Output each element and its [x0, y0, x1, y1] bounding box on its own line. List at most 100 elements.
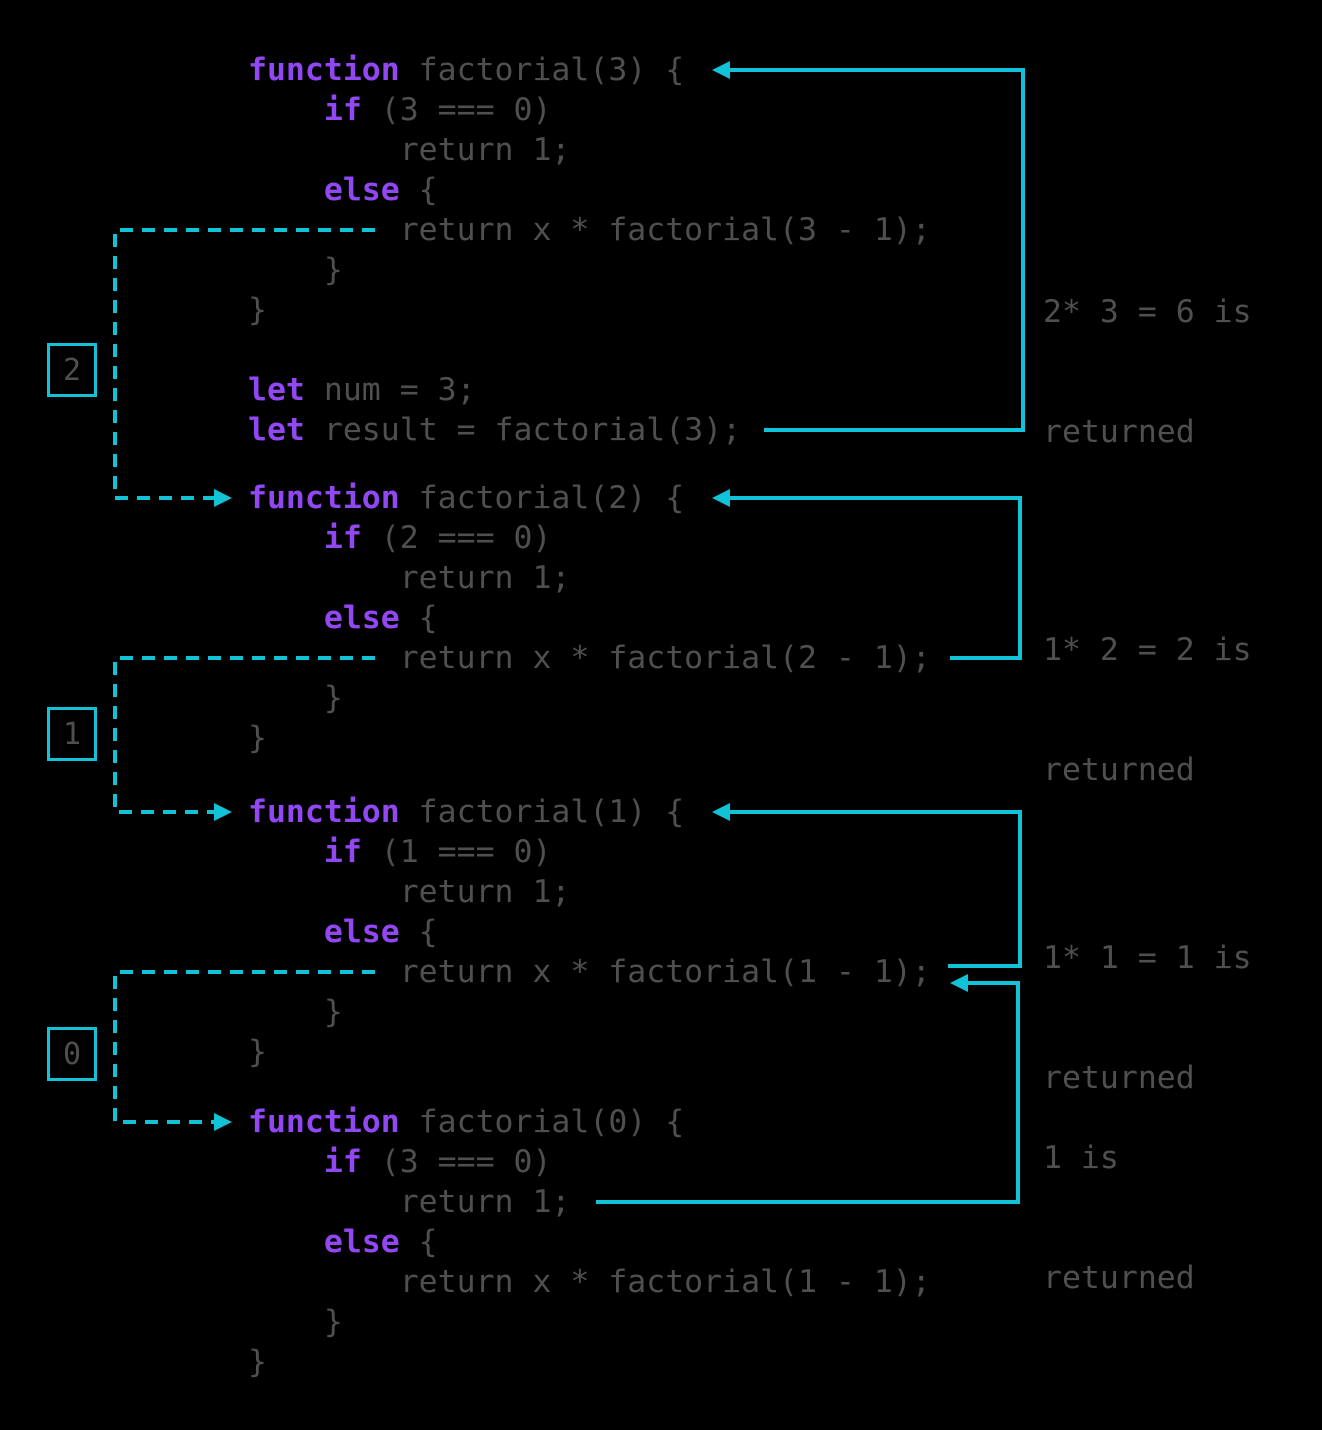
code-line: function factorial(2) {: [248, 478, 931, 518]
return-arrow-factorial-1: [712, 803, 1022, 968]
stack-depth-box-0: 0: [47, 1027, 97, 1081]
code-text: factorial(1) {: [399, 794, 685, 830]
return-arrow-factorial-2: [712, 489, 1022, 660]
code-text: result = factorial(3);: [304, 412, 742, 448]
code-line: else {: [248, 1222, 931, 1262]
code-keyword: let: [248, 412, 305, 448]
code-keyword: if: [248, 1144, 362, 1180]
code-text: }: [248, 1034, 267, 1070]
code-text: }: [248, 680, 343, 716]
code-line: if (1 === 0): [248, 832, 931, 872]
code-text: factorial(2) {: [399, 480, 685, 516]
code-text: return 1;: [248, 874, 571, 910]
code-line: }: [248, 678, 931, 718]
stack-depth-label: 2: [62, 352, 82, 388]
code-text: }: [248, 1304, 343, 1340]
code-text: return 1;: [248, 1184, 571, 1220]
code-line: else {: [248, 170, 931, 210]
code-keyword: if: [248, 92, 362, 128]
code-keyword: else: [248, 600, 400, 636]
code-line: function factorial(1) {: [248, 792, 931, 832]
code-line: }: [248, 1342, 931, 1382]
code-line: }: [248, 1302, 931, 1342]
code-block-factorial-2: function factorial(2) { if (2 === 0) ret…: [248, 478, 931, 758]
code-block-factorial-3: function factorial(3) { if (3 === 0) ret…: [248, 50, 931, 330]
annotation-line: 1* 2 = 2 is: [1043, 632, 1252, 668]
annotation-line: 1 is: [1043, 1140, 1119, 1176]
code-text: }: [248, 720, 267, 756]
code-line: else {: [248, 912, 931, 952]
code-text: return 1;: [248, 132, 571, 168]
stack-depth-box-2: 2: [47, 343, 97, 397]
code-text: return x * factorial(3 - 1);: [248, 212, 931, 248]
code-text: (3 === 0): [361, 92, 552, 128]
code-keyword: function: [248, 1104, 400, 1140]
code-keyword: else: [248, 914, 400, 950]
code-keyword: if: [248, 834, 362, 870]
stack-depth-label: 1: [62, 716, 82, 752]
code-text: (2 === 0): [361, 520, 552, 556]
code-line: if (3 === 0): [248, 1142, 931, 1182]
code-text: {: [399, 172, 438, 208]
call-arrow-to-factorial-0: [113, 970, 375, 1131]
return-annotation-base: 1 is returned: [1043, 1058, 1195, 1378]
return-annotation-1: 1* 1 = 1 is returned: [1043, 858, 1252, 1178]
code-line: function factorial(0) {: [248, 1102, 931, 1142]
code-text: (1 === 0): [361, 834, 552, 870]
code-line: return 1;: [248, 130, 931, 170]
code-line: if (2 === 0): [248, 518, 931, 558]
stack-depth-box-1: 1: [47, 707, 97, 761]
code-text: factorial(3) {: [399, 52, 685, 88]
code-text: return x * factorial(1 - 1);: [248, 954, 931, 990]
code-text: return x * factorial(2 - 1);: [248, 640, 931, 676]
call-arrow-to-factorial-1: [113, 656, 375, 821]
code-text: factorial(0) {: [399, 1104, 685, 1140]
code-line: }: [248, 250, 931, 290]
code-line: let result = factorial(3);: [248, 410, 741, 450]
code-keyword: function: [248, 794, 400, 830]
code-block-variables: let num = 3; let result = factorial(3);: [248, 370, 741, 450]
code-keyword: let: [248, 372, 305, 408]
code-text: }: [248, 292, 267, 328]
code-keyword: function: [248, 52, 400, 88]
code-text: (3 === 0): [361, 1144, 552, 1180]
code-keyword: function: [248, 480, 400, 516]
code-text: num = 3;: [304, 372, 476, 408]
code-text: {: [399, 600, 438, 636]
code-block-factorial-0: function factorial(0) { if (3 === 0) ret…: [248, 1102, 931, 1382]
code-line: else {: [248, 598, 931, 638]
annotation-line: returned: [1043, 752, 1195, 788]
code-text: }: [248, 252, 343, 288]
annotation-line: returned: [1043, 1260, 1195, 1296]
stack-depth-label: 0: [62, 1036, 82, 1072]
code-line: return 1;: [248, 872, 931, 912]
return-annotation-6: 2* 3 = 6 is returned: [1043, 212, 1252, 532]
code-line: return x * factorial(1 - 1);: [248, 952, 931, 992]
code-line: let num = 3;: [248, 370, 741, 410]
code-line: return x * factorial(3 - 1);: [248, 210, 931, 250]
annotation-line: 1* 1 = 1 is: [1043, 940, 1252, 976]
code-keyword: else: [248, 172, 400, 208]
code-text: return x * factorial(1 - 1);: [248, 1264, 931, 1300]
code-text: {: [399, 1224, 438, 1260]
code-line: function factorial(3) {: [248, 50, 931, 90]
code-keyword: if: [248, 520, 362, 556]
annotation-line: 2* 3 = 6 is: [1043, 294, 1252, 330]
call-arrow-to-factorial-2: [113, 228, 375, 507]
code-text: }: [248, 994, 343, 1030]
code-keyword: else: [248, 1224, 400, 1260]
return-arrow-factorial-3: [712, 61, 1025, 432]
code-line: }: [248, 290, 931, 330]
code-line: }: [248, 1032, 931, 1072]
code-line: return 1;: [248, 1182, 931, 1222]
code-line: return x * factorial(1 - 1);: [248, 1262, 931, 1302]
annotation-line: returned: [1043, 1060, 1195, 1096]
return-arrow-factorial-0: [596, 974, 1020, 1204]
code-block-factorial-1: function factorial(1) { if (1 === 0) ret…: [248, 792, 931, 1072]
code-line: }: [248, 992, 931, 1032]
annotation-line: returned: [1043, 414, 1195, 450]
code-line: }: [248, 718, 931, 758]
code-line: if (3 === 0): [248, 90, 931, 130]
